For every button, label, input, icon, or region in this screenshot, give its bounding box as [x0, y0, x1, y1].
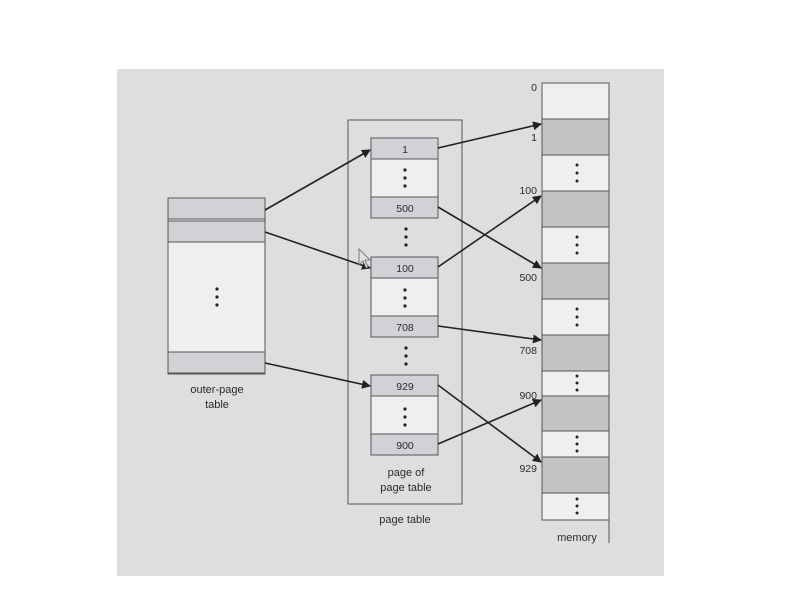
memory-column: [541, 82, 610, 543]
vertical-ellipsis-icon: [575, 163, 579, 515]
arrow: [264, 362, 371, 389]
memory-label: memory: [557, 532, 597, 544]
arrow: [437, 399, 542, 445]
page-of-page-table-2: 100 708: [370, 256, 439, 338]
arrow: [437, 206, 542, 269]
memory-frame: [541, 456, 610, 494]
outer-table-entry: [167, 197, 266, 220]
page-table-label: page table: [379, 514, 430, 526]
page-entry-value: 708: [396, 322, 414, 334]
vertical-ellipsis-icon: [403, 288, 407, 308]
page-of-page-table-1: 1 500: [370, 137, 439, 219]
memory-address-label: 708: [519, 345, 537, 357]
page-entry-value: 900: [396, 440, 414, 452]
arrow: [437, 121, 542, 149]
outer-page-table: [167, 197, 266, 375]
page-of-page-table-label-line1: page of: [388, 467, 426, 479]
arrow: [437, 195, 542, 268]
arrow: [264, 149, 371, 211]
page-entry-value: 1: [402, 144, 408, 156]
vertical-ellipsis-icon: [403, 407, 407, 427]
memory-address-label: 500: [519, 272, 537, 284]
page-entry-value: 500: [396, 203, 414, 215]
page-of-page-table-3: 929 900: [370, 374, 439, 456]
memory-address-label: 900: [519, 390, 537, 402]
vertical-ellipsis-icon: [215, 287, 219, 307]
page-entry-value: 929: [396, 381, 414, 393]
memory-address-label: 1: [531, 132, 537, 144]
page-entry-value: 100: [396, 263, 414, 275]
memory-frame: [541, 262, 610, 300]
arrow: [264, 231, 371, 270]
memory-address-label: 929: [519, 463, 537, 475]
vertical-ellipsis-icon: [403, 168, 407, 188]
outer-table-entry: [167, 220, 266, 243]
outer-page-table-label-line2: table: [205, 399, 229, 411]
memory-frame: [541, 190, 610, 228]
pointer-arrows: [264, 121, 542, 463]
outer-page-table-label-line1: outer-page: [190, 384, 243, 396]
page-of-page-table-label-line2: page table: [380, 482, 431, 494]
memory-address-label: 0: [531, 82, 537, 94]
memory-frame: [541, 334, 610, 372]
page-table-container: [347, 119, 463, 505]
memory-frame: [541, 395, 610, 432]
outer-table-entry: [167, 351, 266, 374]
memory-address-label: 100: [519, 185, 537, 197]
vertical-ellipsis-icon: [404, 346, 408, 366]
memory-frame: [541, 118, 610, 156]
arrow: [437, 325, 542, 344]
mouse-cursor-icon: [358, 248, 371, 269]
vertical-ellipsis-icon: [404, 227, 408, 247]
arrow: [437, 384, 542, 463]
